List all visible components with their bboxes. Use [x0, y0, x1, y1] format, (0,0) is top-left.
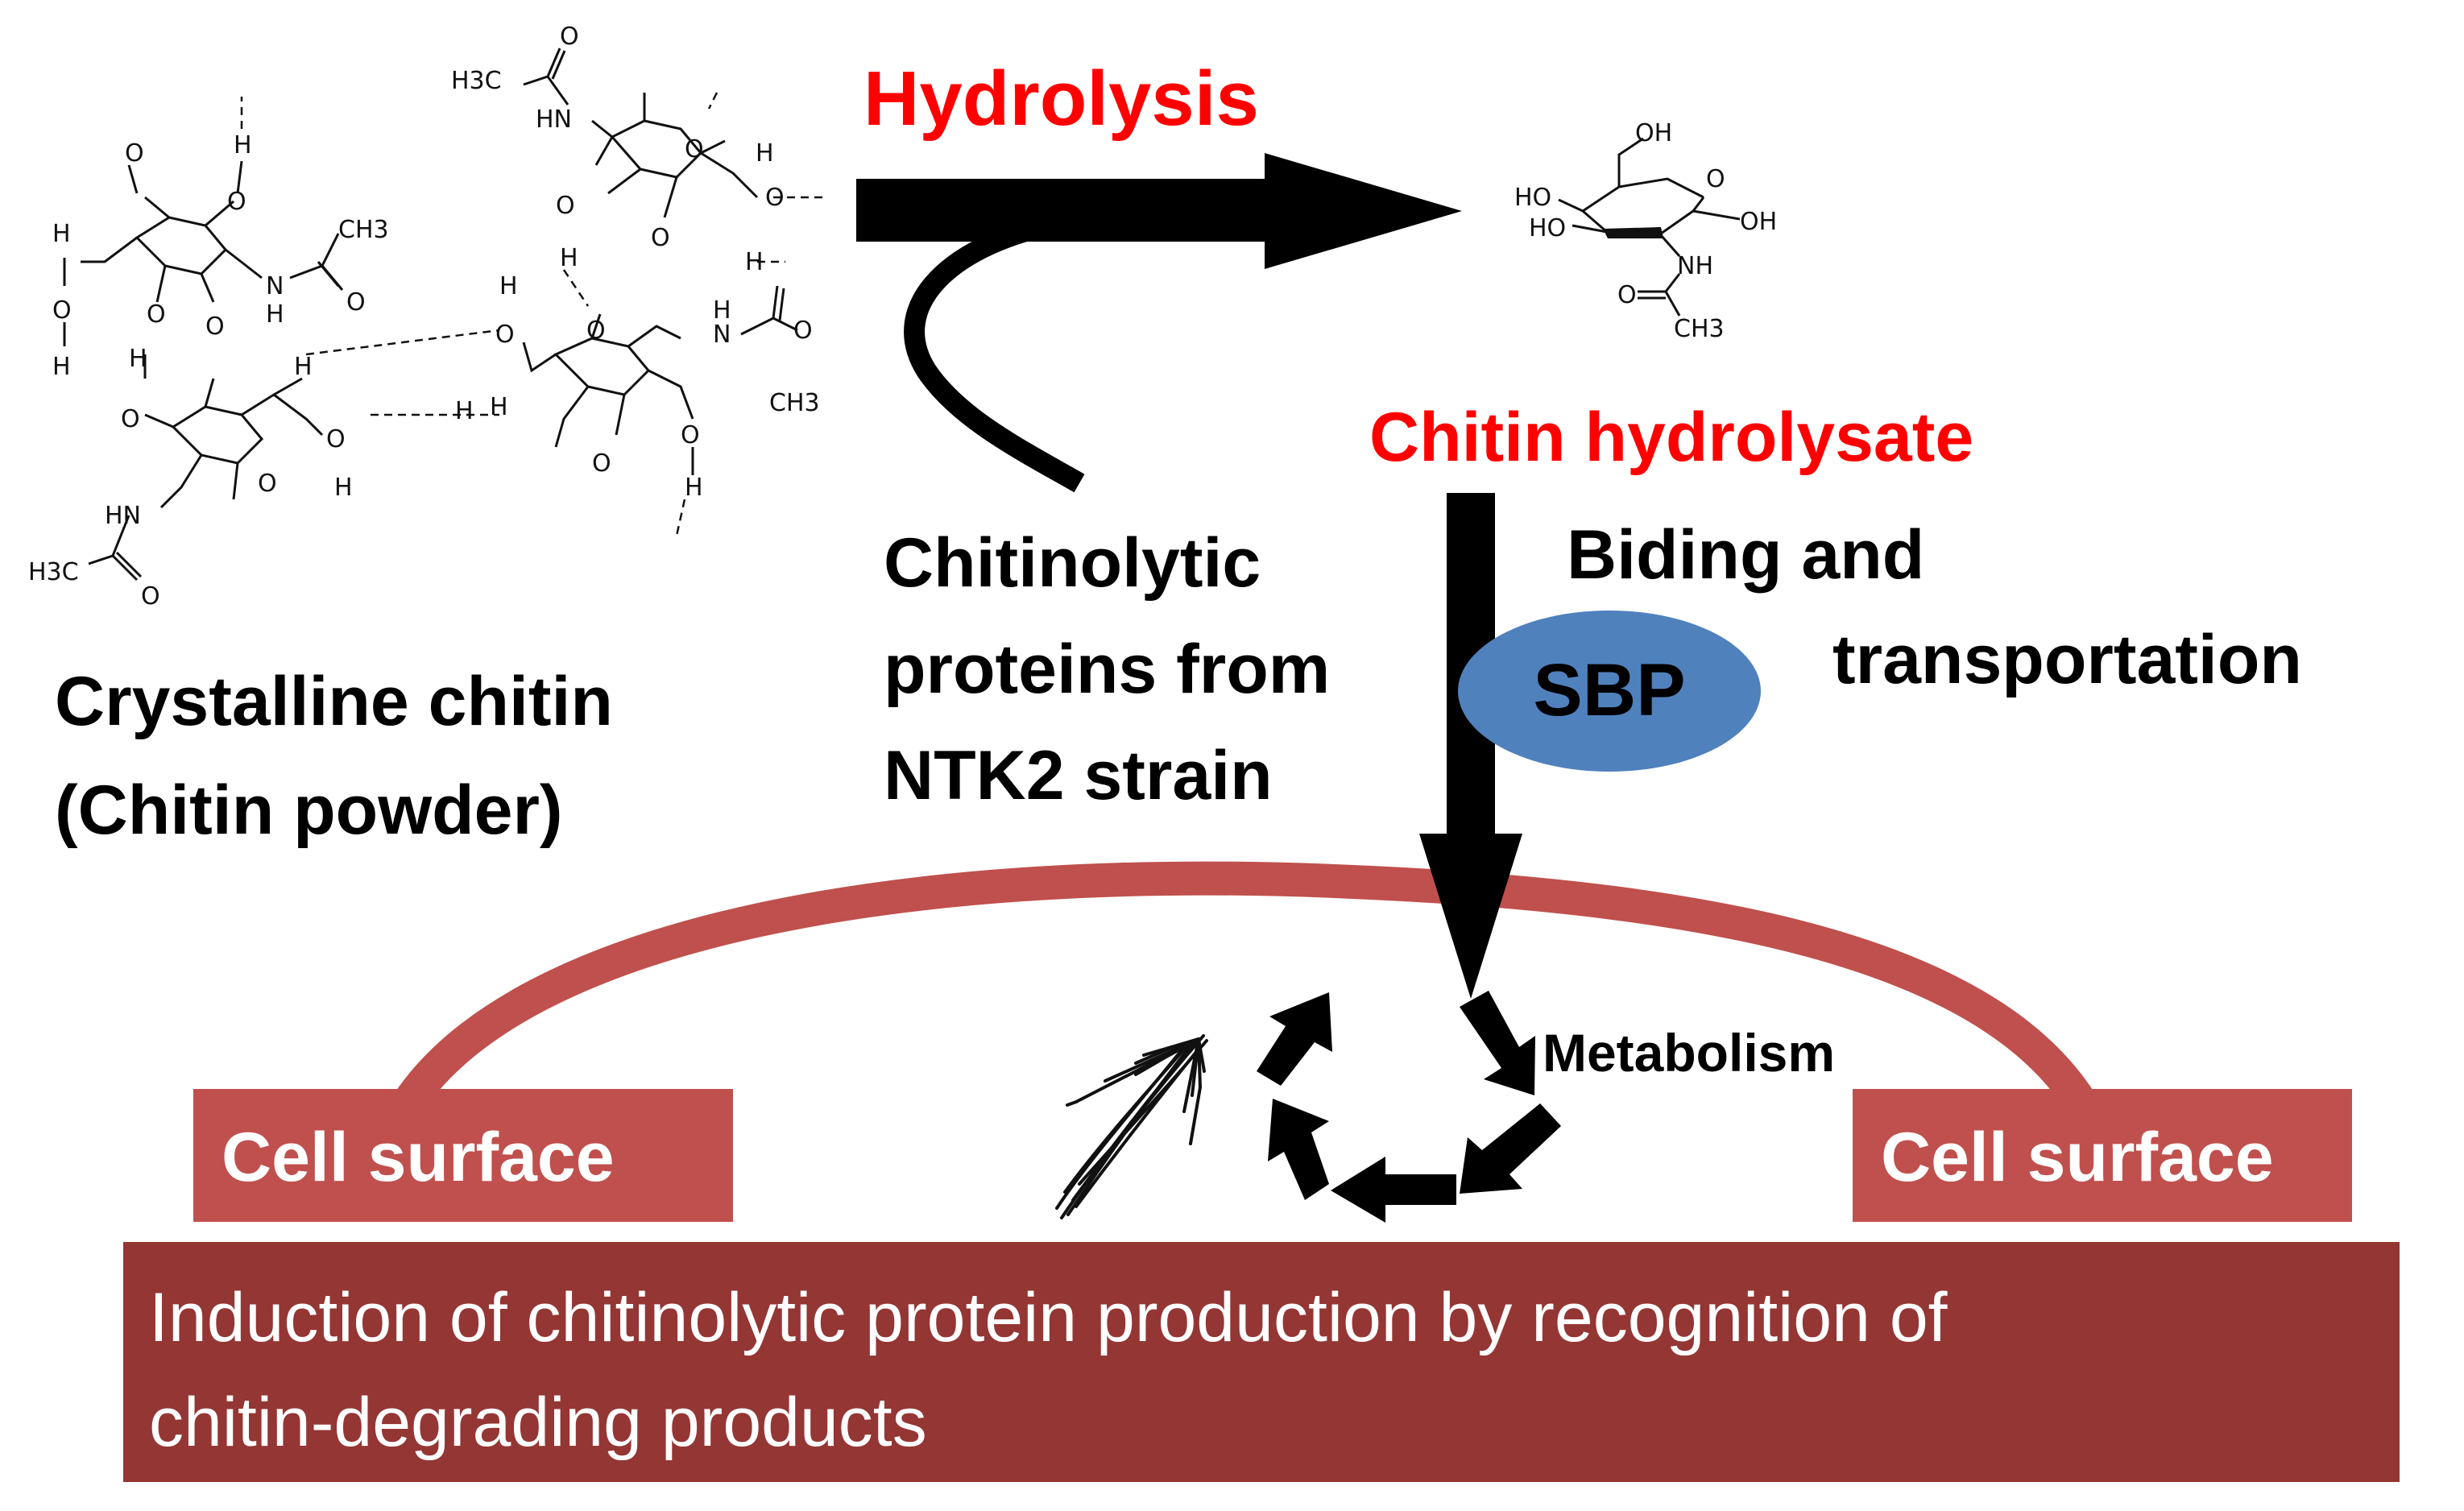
chitin-h-top-left: H	[234, 131, 252, 159]
sbp-label: SBP	[1533, 649, 1685, 731]
glcnac-nh: NH	[1677, 252, 1713, 280]
chitinolytic-line2: proteins from	[884, 631, 1330, 708]
chitin-h-hb-right: H	[455, 397, 474, 425]
cycle-arrow-3	[1331, 1157, 1456, 1223]
chitin-structure: H3C HN O O O H O H H O H O H O H O O N	[28, 23, 826, 611]
chitin-h-mid2: H	[334, 474, 353, 502]
chitin-o-mid: O	[326, 425, 346, 453]
chitin-o-right-mid: O	[495, 321, 515, 349]
hydrolysis-arrow	[856, 153, 1462, 269]
cell-surface-left-label: Cell surface	[222, 1119, 615, 1196]
cycle-arrow-2	[1460, 1103, 1561, 1194]
cell-surface-left: Cell surface	[193, 1089, 733, 1222]
crystalline-chitin-line2: (Chitin powder)	[55, 772, 563, 849]
glcnac-oh-top: OH	[1635, 119, 1672, 147]
metabolism-label: Metabolism	[1543, 1023, 1835, 1083]
chitin-h-hb-top: H	[745, 248, 764, 276]
glcnac-oh-right: OH	[1740, 208, 1777, 236]
glcnac-structure: OH HO HO O OH NH O CH3	[1514, 119, 1777, 343]
chitin-h3c-top: H3C	[451, 67, 502, 95]
cell-surface-right: Cell surface	[1853, 1089, 2352, 1222]
crystalline-chitin-line1: Crystalline chitin	[55, 663, 613, 740]
cycle-arrow-5	[1257, 992, 1332, 1086]
cell-surface-right-label: Cell surface	[1881, 1119, 2274, 1196]
hydrolysis-label: Hydrolysis	[863, 56, 1259, 142]
induction-box: Induction of chitinolytic protein produc…	[123, 1242, 2400, 1482]
chitinolytic-line3: NTK2 strain	[884, 737, 1273, 814]
chitin-h-mid: H	[294, 353, 313, 381]
membrane-arc	[388, 861, 2102, 1120]
chitin-o-right-top: O	[765, 184, 785, 212]
chitin-h3c-bottom: H3C	[28, 558, 79, 586]
chitin-o-methoxy-right: O	[592, 449, 611, 478]
chitin-hn-bottom: HN	[105, 502, 141, 530]
biding-line1: Biding and	[1567, 516, 1924, 594]
chitin-o-carbonyl-top: O	[560, 23, 579, 51]
chitin-ring-o-right: O	[586, 317, 606, 345]
cycle-arrow-4	[1268, 1099, 1329, 1200]
chitin-o-left-top: O	[556, 192, 575, 220]
chitin-ring-o-left2: O	[258, 470, 277, 498]
chitin-ch3-right: CH3	[769, 389, 820, 417]
chitin-h-left-chain: H	[52, 220, 71, 248]
chitin-h-n-right: H	[713, 296, 731, 325]
chitin-o-carbonyl-bottom: O	[141, 582, 160, 611]
chitin-o-right-bottom: O	[681, 421, 700, 449]
chitin-o-left-chain: O	[52, 296, 72, 325]
transport-arrow	[1419, 493, 1522, 999]
chitin-hydrolysate-label: Chitin hydrolysate	[1369, 399, 1973, 476]
chitin-h-right-top: H	[756, 139, 774, 168]
chitin-h-below-top: H	[560, 244, 578, 272]
cycle-arrow-1	[1460, 991, 1535, 1095]
chitin-ch3-left: CH3	[338, 216, 389, 244]
chitin-ring-o-top: O	[685, 135, 704, 164]
chitin-h-right-mid: H	[499, 272, 518, 300]
chitinolytic-line1: Chitinolytic	[884, 524, 1261, 602]
glcnac-ring-o: O	[1706, 165, 1725, 193]
glcnac-carbonyl-o: O	[1617, 281, 1637, 309]
chitin-o-carbonyl-left: O	[346, 288, 366, 317]
induction-line2: chitin-degrading products	[149, 1384, 927, 1461]
chitin-h-left-chain2: H	[52, 353, 71, 381]
glcnac-ho-1: HO	[1514, 184, 1551, 212]
metabolism-cycle	[1257, 991, 1561, 1223]
chitin-nh-left: N	[266, 272, 284, 300]
chitin-h-ring-left: H	[129, 345, 147, 373]
chitin-h-right-bottom: H	[685, 474, 703, 502]
biding-line2: transportation	[1832, 621, 2302, 698]
chitin-o-carbonyl-right: O	[793, 317, 813, 345]
chitin-o-glyco-left: O	[205, 313, 225, 341]
induction-signal-arrow	[1055, 1034, 1208, 1219]
enzyme-curve	[904, 211, 1085, 493]
chitin-n-right: N	[713, 321, 731, 349]
chitin-o-top-left: O	[227, 188, 246, 216]
glcnac-ho-2: HO	[1529, 214, 1566, 242]
chitin-h-right-mid2: H	[490, 393, 508, 421]
sbp-protein: SBP	[1458, 611, 1761, 772]
chitin-ring-o-left: O	[147, 300, 166, 329]
induction-line1: Induction of chitinolytic protein produc…	[149, 1279, 1948, 1356]
chitin-h-left-n: H	[266, 300, 284, 329]
chitin-o-glyco1: O	[651, 224, 670, 252]
chitin-o-methoxy-left: O	[125, 139, 144, 168]
glcnac-ch3: CH3	[1674, 315, 1725, 343]
chitin-hn-top: HN	[536, 106, 572, 134]
chitin-o-ring-left2: O	[121, 405, 140, 433]
